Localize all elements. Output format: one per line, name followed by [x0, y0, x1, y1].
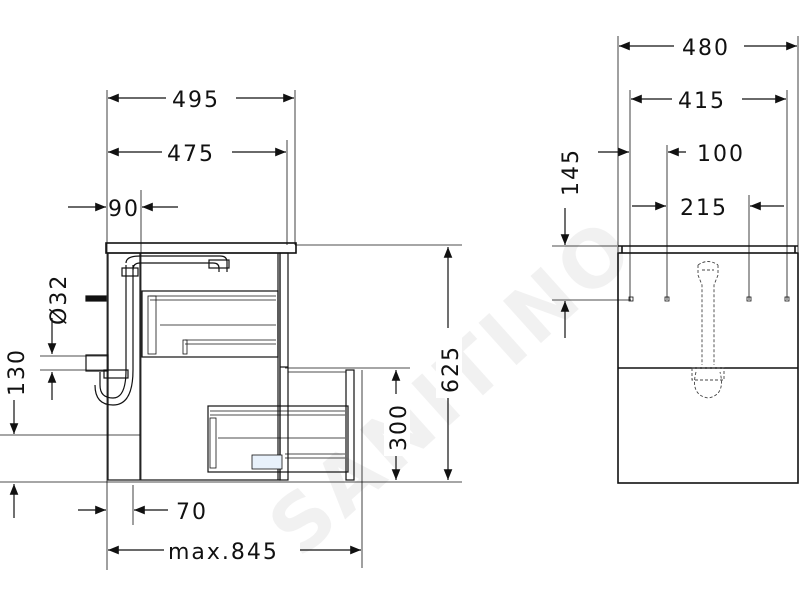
dim-70: 70 [176, 500, 208, 525]
side-view: 495 475 90 Ø32 130 625 300 70 max.845 [0, 86, 464, 570]
drain-pipe [85, 354, 109, 372]
dim-625: 625 [439, 345, 464, 393]
dim-480: 480 [682, 36, 730, 61]
dim-475: 475 [167, 142, 215, 167]
front-view: 480 415 100 215 145 [552, 34, 799, 484]
side-lower-drawer [207, 405, 349, 473]
dim-90: 90 [108, 197, 140, 222]
side-upper-drawer [141, 290, 279, 358]
dim-100: 100 [697, 142, 745, 167]
dim-145: 145 [559, 148, 584, 196]
side-cabinet-body [107, 252, 281, 481]
dim-max-845: max.845 [168, 540, 279, 565]
dim-130: 130 [5, 348, 30, 396]
dim-diameter-32: Ø32 [47, 274, 72, 325]
dim-415: 415 [678, 89, 726, 114]
dim-495: 495 [172, 88, 220, 113]
side-countertop [105, 242, 297, 254]
dim-300: 300 [387, 403, 412, 451]
dim-215: 215 [680, 196, 728, 221]
siphon [94, 265, 134, 406]
side-lower-drawer-front [345, 369, 355, 481]
front-hidden-siphon [691, 261, 725, 399]
